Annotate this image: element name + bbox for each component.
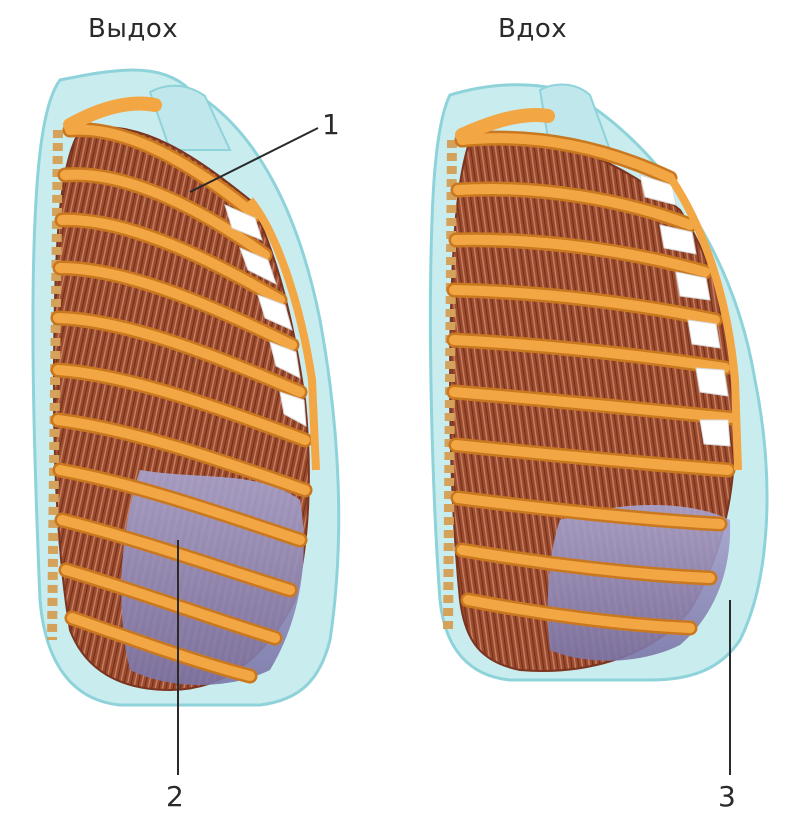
callout-2: 2: [166, 780, 184, 813]
ribcage-inhale: [430, 85, 767, 680]
diaphragm-exhale: [121, 470, 303, 685]
ribcage-exhale: [33, 70, 339, 705]
callout-3: 3: [718, 780, 736, 813]
callout-1: 1: [322, 108, 340, 141]
